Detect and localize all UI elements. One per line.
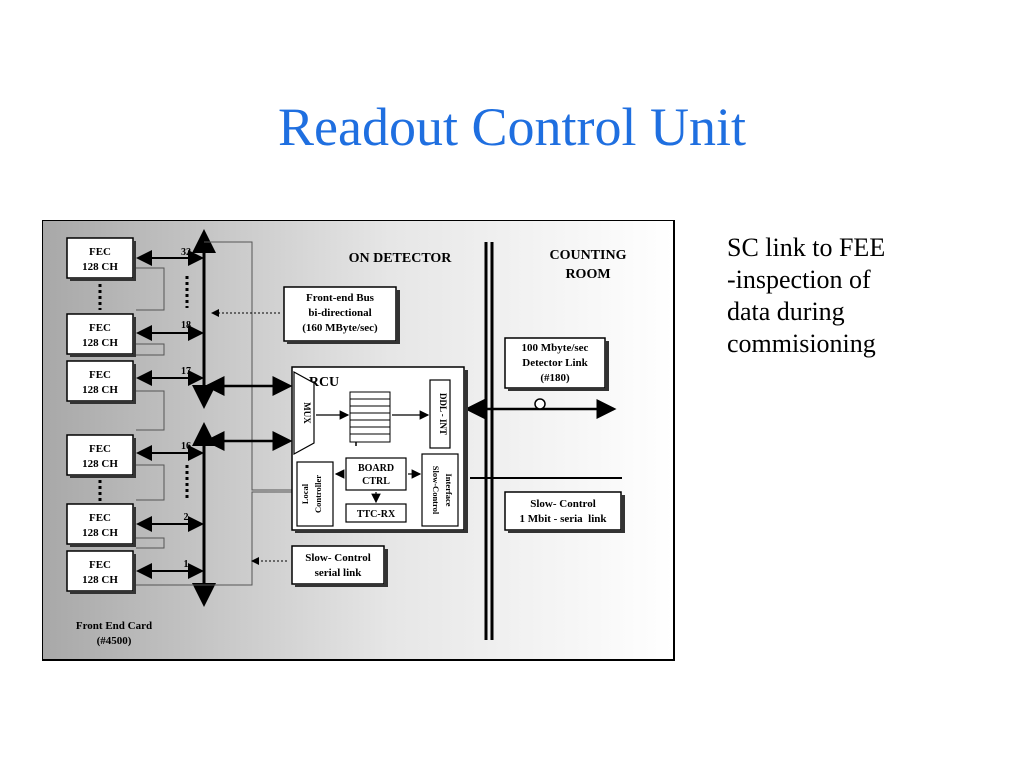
svg-text:FEC: FEC: [89, 559, 111, 571]
svg-text:1 Mbit - seria link: 1 Mbit - seria link: [519, 513, 607, 525]
fec-card-2: FEC 128 CH: [66, 503, 136, 547]
rcu-label: RCU: [309, 375, 339, 390]
rcu-block-diagram: FEC 128 CH FEC 128 CH FEC 128 CH FEC 128…: [42, 220, 675, 661]
svg-text:CTRL: CTRL: [362, 476, 390, 487]
note-line: -inspection of: [727, 265, 871, 294]
counting-room-label: COUNTING: [549, 248, 626, 263]
slow-control-daisy-chain: [136, 241, 300, 586]
front-end-card-label: Front End Card: [76, 620, 152, 632]
channel-number: 18: [181, 320, 191, 331]
side-notes: SC link to FEE -inspection of data durin…: [727, 232, 987, 360]
svg-text:FEC: FEC: [89, 512, 111, 524]
note-line: data during: [727, 297, 845, 326]
fec-label: FEC: [89, 246, 111, 258]
svg-text:128 CH: 128 CH: [82, 337, 118, 349]
mux: [293, 370, 315, 456]
channel-number: 16: [181, 441, 191, 452]
svg-text:Controller: Controller: [313, 475, 323, 513]
fec-card-18: FEC 128 CH: [66, 313, 136, 357]
fec-card-1: FEC 128 CH: [66, 550, 136, 594]
svg-text:Local: Local: [300, 483, 310, 504]
channel-number: 17: [181, 366, 191, 377]
svg-text:serial link: serial link: [315, 567, 363, 579]
slow-control-link-label: Slow- Control 1 Mbit - seria link: [504, 491, 625, 533]
slow-control-interface: [421, 453, 459, 527]
svg-text:Front-end Bus: Front-end Bus: [306, 292, 375, 304]
svg-text:bi-directional: bi-directional: [308, 307, 371, 319]
on-detector-label: ON DETECTOR: [349, 251, 453, 266]
counting-room-label: ROOM: [565, 267, 610, 282]
note-line: commisioning: [727, 329, 876, 358]
board-ctrl: [345, 457, 407, 491]
channel-number: 1: [184, 559, 189, 570]
fec-card-32: FEC 128 CH: [66, 237, 136, 281]
svg-text:(160 MByte/sec): (160 MByte/sec): [302, 322, 378, 334]
rcu-block: RCU MUX DDL - INT Local Controller BOARD…: [291, 366, 468, 533]
slow-control-serial-label: Slow- Control serial link: [291, 545, 388, 587]
svg-text:Slow- Control: Slow- Control: [305, 552, 371, 564]
svg-text:FEC: FEC: [89, 369, 111, 381]
svg-text:Interface: Interface: [444, 473, 454, 506]
data-buffer: [349, 391, 391, 443]
ttc-rx: [345, 503, 407, 523]
svg-text:DDL - INT: DDL - INT: [438, 393, 448, 435]
svg-text:100 Mbyte/sec: 100 Mbyte/sec: [522, 342, 589, 354]
svg-text:FEC: FEC: [89, 443, 111, 455]
link-connector: [534, 398, 546, 410]
svg-text:Detector Link: Detector Link: [522, 357, 588, 369]
svg-text:128 CH: 128 CH: [82, 458, 118, 470]
local-controller: [296, 461, 334, 527]
svg-text:TTC-RX: TTC-RX: [357, 509, 396, 520]
fec-card-16: FEC 128 CH: [66, 434, 136, 478]
svg-text:128 CH: 128 CH: [82, 527, 118, 539]
fec-card-17: FEC 128 CH: [66, 360, 136, 404]
slide-title: Readout Control Unit: [278, 97, 746, 157]
note-line: SC link to FEE: [727, 233, 886, 262]
ddl-int: [429, 379, 451, 449]
svg-text:Slow- Control: Slow- Control: [530, 498, 596, 510]
svg-text:BOARD: BOARD: [358, 463, 394, 474]
channel-number: 32: [181, 247, 191, 258]
svg-text:Slow-Control: Slow-Control: [431, 466, 441, 515]
svg-text:(#180): (#180): [540, 372, 570, 384]
channel-number: 2: [184, 512, 189, 523]
svg-text:128 CH: 128 CH: [82, 384, 118, 396]
fec-channels: 128 CH: [82, 261, 118, 273]
svg-text:MUX: MUX: [302, 402, 312, 424]
front-end-card-label: (#4500): [97, 635, 132, 647]
detector-link-label: 100 Mbyte/sec Detector Link (#180): [504, 337, 609, 391]
front-end-bus-label: Front-end Bus bi-directional (160 MByte/…: [283, 286, 400, 344]
svg-text:FEC: FEC: [89, 322, 111, 334]
svg-text:128 CH: 128 CH: [82, 574, 118, 586]
